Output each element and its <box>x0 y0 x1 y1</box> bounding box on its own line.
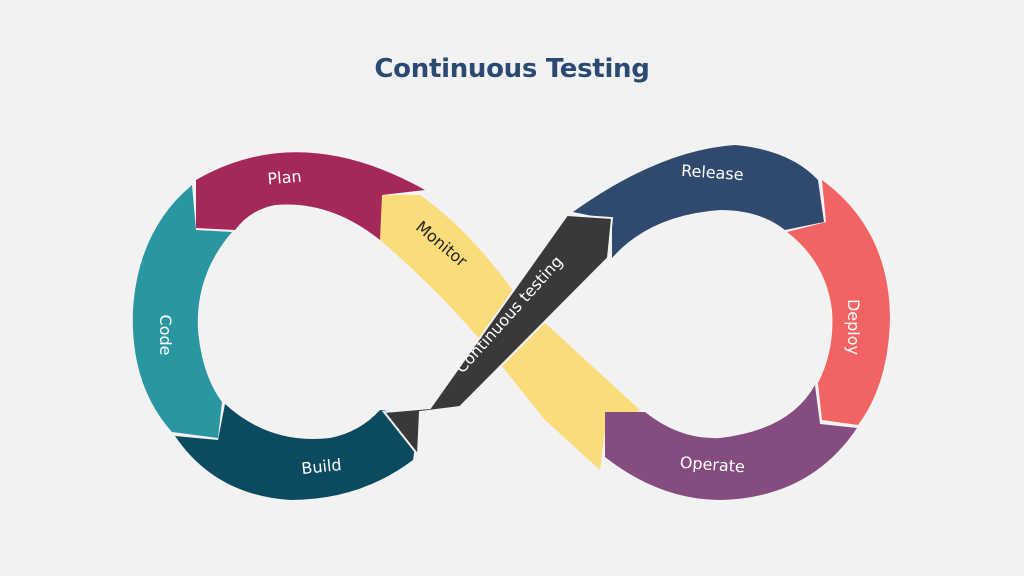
segment-operate: Operate <box>605 385 857 500</box>
segment-plan: Plan <box>196 152 425 240</box>
segment-operate-shape <box>605 385 857 500</box>
label-deploy: Deploy <box>844 299 863 355</box>
label-release: Release <box>681 161 745 184</box>
page-title: Continuous Testing <box>374 54 650 84</box>
segment-build: Build <box>175 404 420 500</box>
label-build: Build <box>300 455 342 478</box>
segment-plan-shape <box>196 152 425 240</box>
segment-build-shape <box>175 404 420 500</box>
label-code: Code <box>156 315 175 356</box>
segment-release: Release <box>573 145 824 258</box>
label-plan: Plan <box>267 167 303 189</box>
segment-release-shape <box>573 145 824 258</box>
segment-deploy-shape <box>787 180 890 425</box>
segment-code-shape <box>132 185 232 438</box>
label-operate: Operate <box>679 453 745 476</box>
segment-code: Code <box>132 185 232 438</box>
segment-deploy: Deploy <box>787 180 890 425</box>
segment-continuous-testing-shape <box>382 213 614 458</box>
